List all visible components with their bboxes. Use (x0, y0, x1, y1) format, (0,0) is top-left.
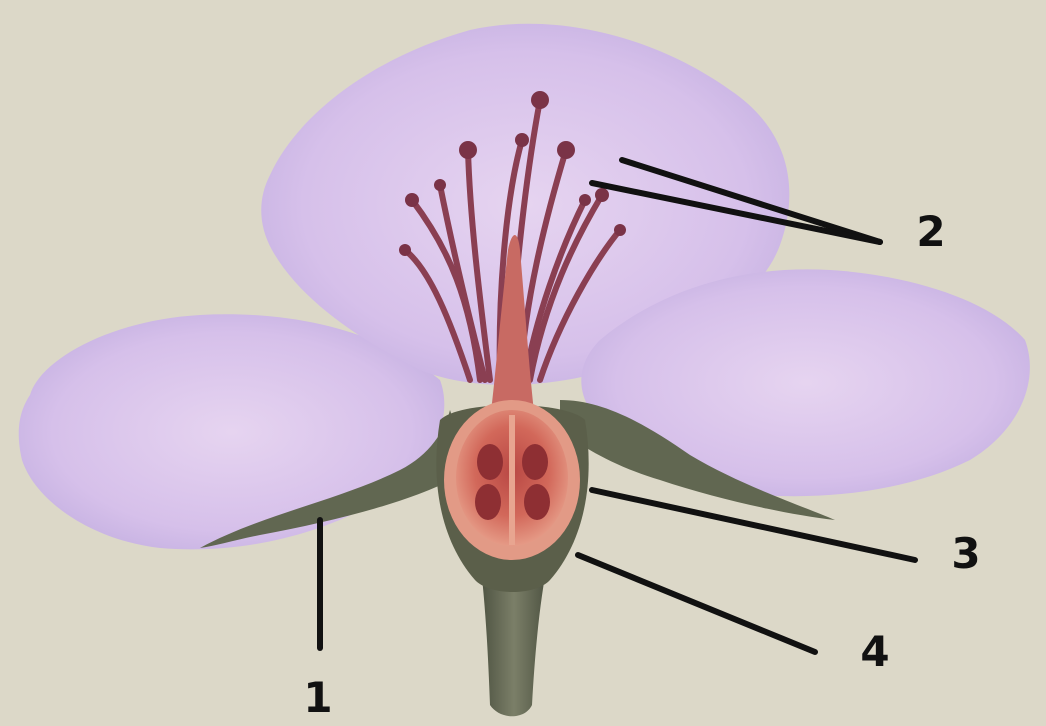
anther (579, 194, 591, 206)
ovule (475, 484, 501, 520)
ovary (444, 400, 580, 560)
anther (459, 141, 477, 159)
label-3: 3 (951, 529, 980, 578)
anther (557, 141, 575, 159)
label-2: 2 (916, 207, 945, 256)
label-4: 4 (860, 627, 889, 676)
anther (531, 91, 549, 109)
ovule (524, 484, 550, 520)
ovule (477, 444, 503, 480)
anther (595, 188, 609, 202)
anther (515, 133, 529, 147)
anther (405, 193, 419, 207)
ovule (522, 444, 548, 480)
anther (399, 244, 411, 256)
anther (614, 224, 626, 236)
label-1: 1 (303, 673, 332, 722)
anther (434, 179, 446, 191)
